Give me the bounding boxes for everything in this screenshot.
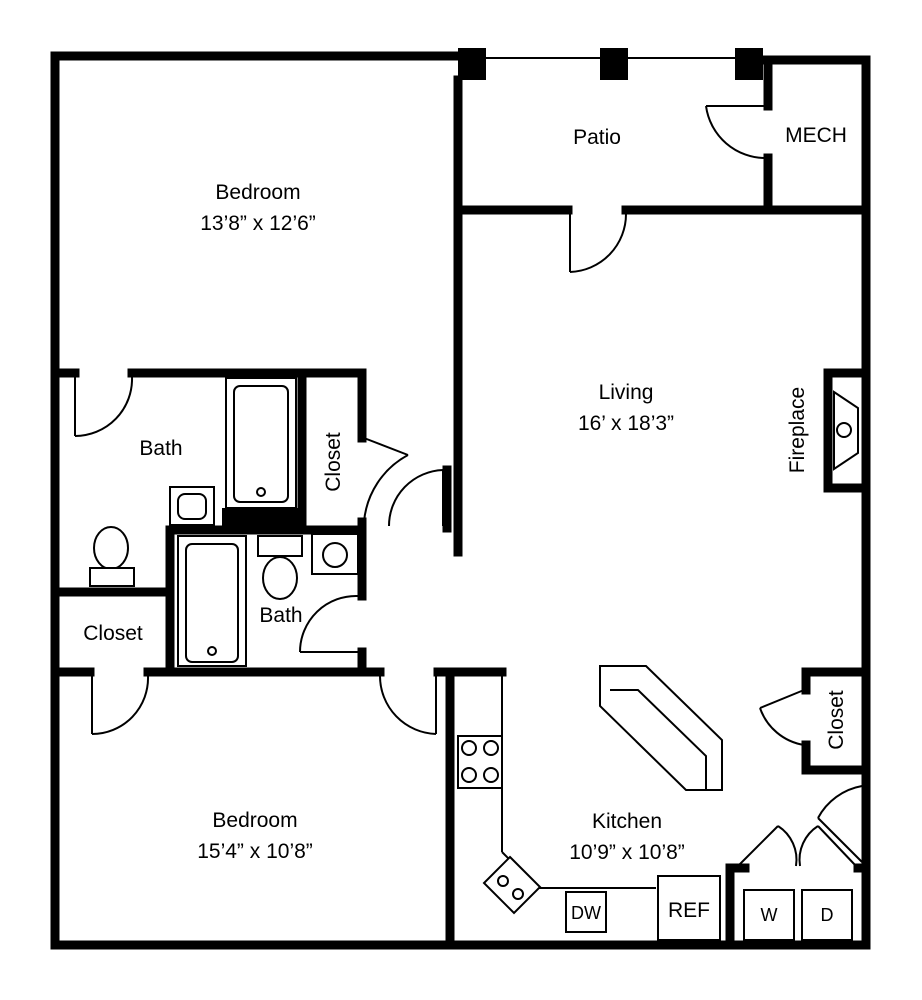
- bedroom-top-name: Bedroom: [215, 181, 300, 204]
- living-name: Living: [599, 381, 654, 404]
- bedroom-bottom-size: 15’4” x 10’8”: [197, 840, 313, 863]
- patio-railing: [458, 48, 763, 80]
- room-labels: Bedroom 13’8” x 12’6” Patio MECH Bath Cl…: [83, 124, 848, 925]
- kitchen-size: 10’9” x 10’8”: [569, 841, 685, 864]
- dryer-label: D: [821, 905, 834, 925]
- closet-right-name: Closet: [825, 690, 848, 750]
- doors: [74, 105, 863, 867]
- closet-bath-name: Closet: [322, 432, 345, 492]
- interior-walls: [50, 55, 871, 950]
- patio-name: Patio: [573, 126, 621, 149]
- bath-left-name: Bath: [139, 437, 182, 460]
- bath-center-name: Bath: [259, 604, 302, 627]
- kitchen-name: Kitchen: [592, 810, 662, 833]
- dishwasher-label: DW: [571, 903, 601, 923]
- kitchen-fixtures: [457, 665, 723, 941]
- laundry-fixtures: [743, 889, 853, 941]
- bath-fixtures: [89, 377, 359, 667]
- mech-name: MECH: [785, 124, 847, 147]
- bedroom-bottom-name: Bedroom: [212, 809, 297, 832]
- refrigerator-label: REF: [668, 899, 710, 922]
- closet-left-name: Closet: [83, 622, 143, 645]
- living-size: 16’ x 18’3”: [578, 412, 674, 435]
- washer-label: W: [761, 905, 778, 925]
- fireplace-name: Fireplace: [786, 387, 809, 473]
- bedroom-top-size: 13’8” x 12’6”: [200, 212, 316, 235]
- fireplace: [823, 368, 871, 493]
